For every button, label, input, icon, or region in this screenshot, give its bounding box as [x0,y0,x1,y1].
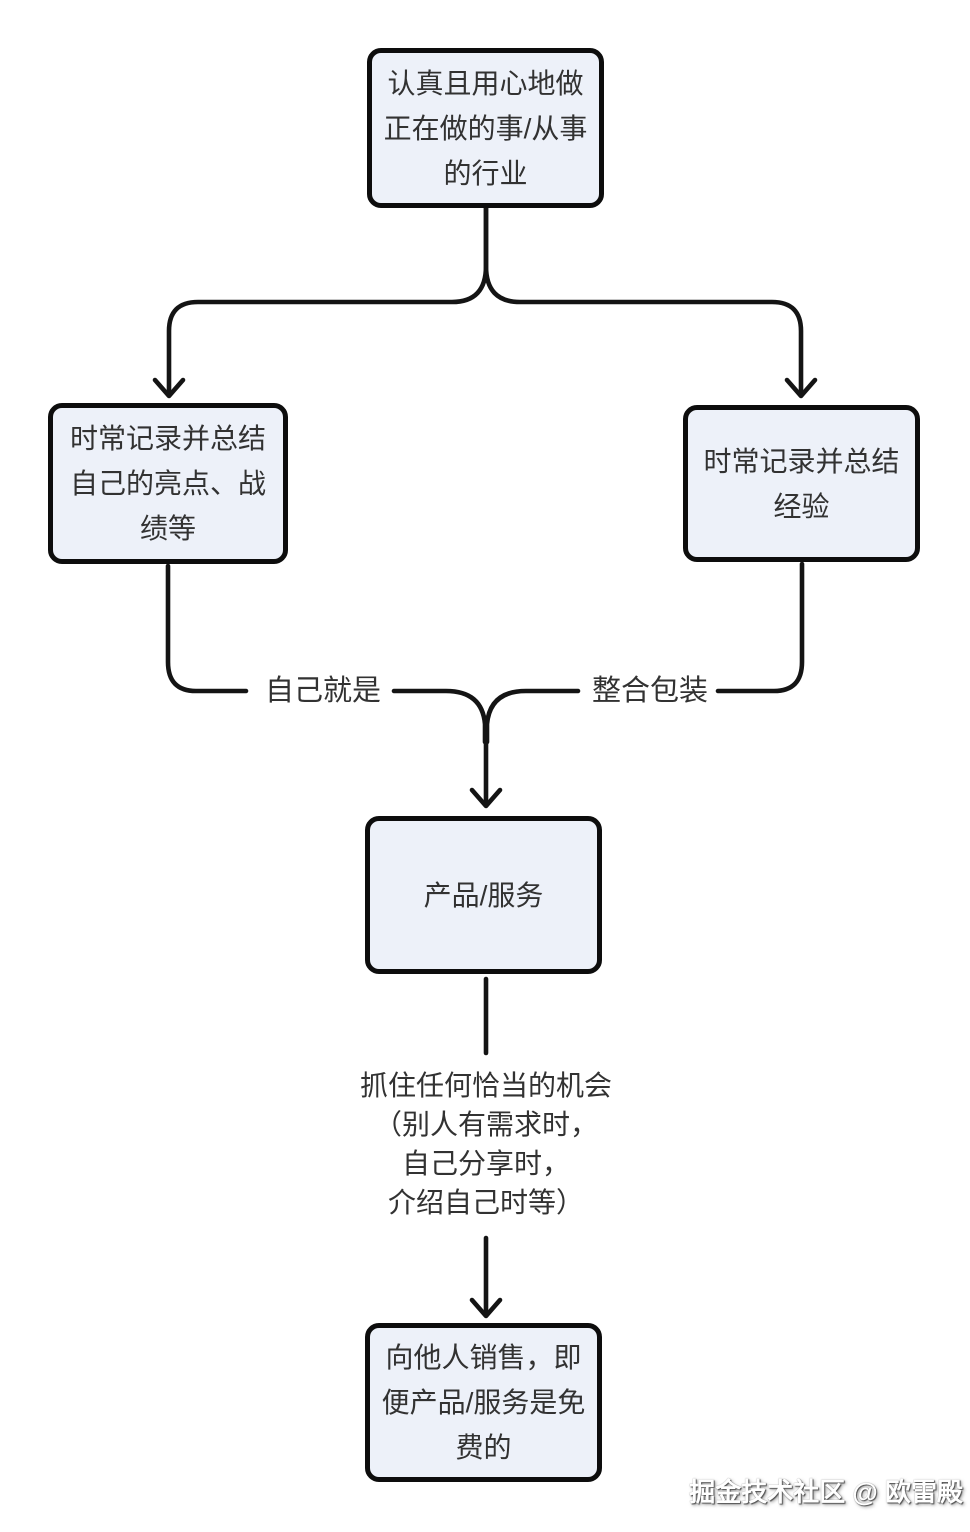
annotation-line: （别人有需求时， [373,1109,598,1140]
edge-right-merge-b [484,688,581,745]
annotation-line: 自己分享时， [401,1148,570,1179]
annotation-line: 介绍自己时等） [387,1187,584,1218]
node-record-highlights-label: 时常记录并总结自己的亮点、战绩等 [69,423,266,544]
node-do-seriously-label: 认真且用心地做正在做的事/从事的行业 [383,67,588,189]
arrowhead-product-icon [469,787,503,809]
annotation-line: 抓住任何恰当的机会 [359,1070,612,1101]
watermark: 掘金技术社区 @ 欧雷殿 [689,1477,963,1507]
edge-top-to-left [166,205,489,396]
node-product-service-label: 产品/服务 [423,879,544,911]
edge-top-to-right [483,205,804,396]
edge-label-self-is: 自己就是 [264,675,381,707]
edge-annotation-seize-opportunity: 抓住任何恰当的机会 （别人有需求时， 自己分享时， 介绍自己时等） [286,1066,686,1222]
node-sell-to-others: 向他人销售，即便产品/服务是免费的 [365,1323,602,1482]
edge-right-merge-a [715,561,805,694]
edge-left-merge-b [391,688,488,745]
arrowhead-left-icon [152,377,186,399]
edge-label-package: 整合包装 [591,675,708,707]
arrowhead-right-icon [784,377,818,399]
node-record-highlights: 时常记录并总结自己的亮点、战绩等 [48,403,288,564]
node-product-service: 产品/服务 [365,816,602,974]
node-record-experience-label: 时常记录并总结经验 [703,445,900,522]
node-sell-to-others-label: 向他人销售，即便产品/服务是免费的 [381,1342,586,1463]
node-record-experience: 时常记录并总结经验 [683,405,920,562]
node-do-seriously: 认真且用心地做正在做的事/从事的行业 [367,48,604,208]
arrowhead-bottom-icon [469,1297,503,1319]
edge-left-merge-a [165,563,249,694]
